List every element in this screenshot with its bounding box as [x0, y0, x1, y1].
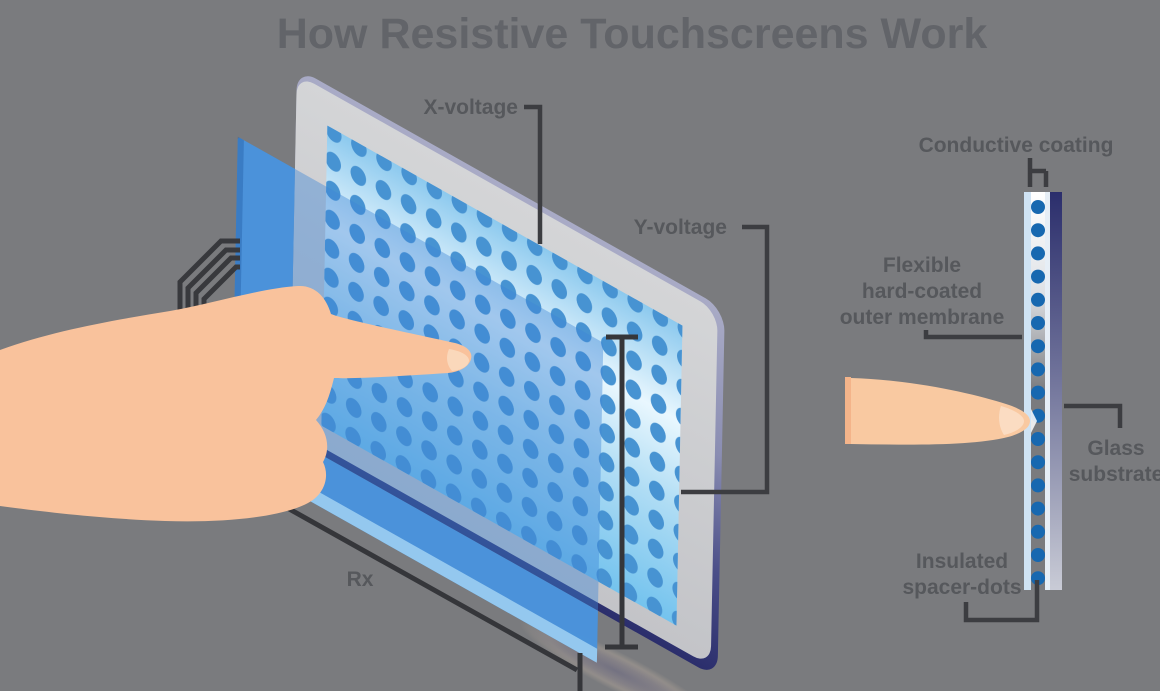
spacer-dot: [1031, 223, 1045, 238]
finger-icon: [845, 377, 1037, 445]
page-title: How Resistive Touchscreens Work: [277, 10, 988, 58]
spacer-dot: [1031, 362, 1045, 377]
cross-section-group: Conductive coating Flexible hard-coated …: [840, 134, 1160, 623]
y-extent-bracket: [605, 334, 638, 650]
finger-shape: [845, 378, 1030, 445]
spacer-dot: [1031, 432, 1045, 446]
conductive-coating-callout: Conductive coating: [919, 134, 1114, 187]
finger-cut-edge: [845, 377, 851, 444]
spacer-dot: [1031, 316, 1045, 330]
hand-icon: [0, 285, 472, 522]
membrane-sheet: [231, 137, 604, 662]
spacer-dot: [1031, 524, 1045, 539]
rx-measurement: Rx: [248, 484, 583, 691]
x-voltage-line: [524, 104, 543, 244]
spacer-dot: [1031, 455, 1045, 470]
hand-shape: [0, 285, 472, 522]
cross-section-membrane-layer: [1024, 192, 1031, 590]
fingernail: [447, 349, 469, 371]
y-voltage-callout: Y-voltage: [634, 216, 770, 495]
cross-section-coating-layer: [1045, 192, 1050, 590]
y-voltage-line: [681, 224, 770, 495]
spacer-callout-line: [963, 580, 1040, 623]
spacer-dot: [1031, 339, 1045, 354]
x-voltage-label: X-voltage: [423, 96, 518, 119]
spacer-label-line2: spacer-dots: [902, 576, 1021, 599]
membrane-label-line3: outer membrane: [840, 306, 1005, 329]
membrane-press-notch: [1031, 409, 1037, 433]
glass-label-line1: Glass: [1087, 437, 1144, 460]
spacer-dot: [1031, 385, 1045, 400]
membrane-label-line1: Flexible: [883, 254, 961, 277]
membrane-callout: Flexible hard-coated outer membrane: [840, 254, 1022, 340]
rx-line: [248, 484, 579, 673]
spacer-label-line1: Insulated: [916, 550, 1008, 573]
membrane-callout-line: [923, 330, 1022, 340]
glass-callout-line: [1064, 403, 1123, 428]
glass-substrate-callout: Glass substrate: [1064, 403, 1160, 486]
conductive-coating-label: Conductive coating: [919, 134, 1114, 157]
membrane-label-line2: hard-coated: [862, 280, 982, 303]
spacer-dot: [1031, 200, 1045, 214]
rx-label: Rx: [347, 568, 374, 591]
tablet-group: [231, 76, 725, 670]
spacer-dot: [1031, 292, 1045, 307]
x-voltage-callout: X-voltage: [423, 96, 543, 244]
membrane-bottom-highlight: [231, 442, 598, 663]
fingernail-side: [999, 406, 1024, 435]
spacer-dot: [1031, 246, 1045, 261]
y-voltage-label: Y-voltage: [634, 216, 727, 239]
spacer-dot: [1031, 548, 1045, 562]
spacer-dots-callout: Insulated spacer-dots: [902, 550, 1040, 623]
spacer-dot: [1031, 269, 1045, 284]
spacer-dot: [1031, 571, 1045, 586]
spacer-dot: [1031, 501, 1045, 516]
spacer-dot: [1031, 478, 1045, 493]
spacer-dots-column: [1031, 200, 1045, 586]
cross-section-glass-layer: [1050, 192, 1062, 590]
glass-label-line2: substrate: [1069, 463, 1160, 486]
